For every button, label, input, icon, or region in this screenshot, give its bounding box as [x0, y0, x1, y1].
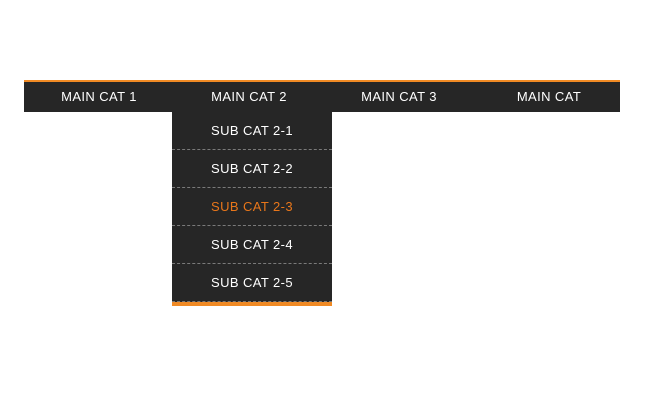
menu-item-main-cat-2[interactable]: MAIN CAT 2: [174, 82, 324, 112]
menu-item-label: MAIN CAT 2: [211, 89, 287, 104]
submenu-item-sub-cat-2-3[interactable]: SUB CAT 2-3: [172, 188, 332, 226]
submenu-item-label: SUB CAT 2-1: [211, 123, 293, 138]
menu-item-label: MAIN CAT: [516, 89, 582, 104]
navigation-menu: MAIN CAT 1 MAIN CAT 2 MAIN CAT 3 MAIN CA…: [24, 80, 620, 306]
menu-item-main-cat-3[interactable]: MAIN CAT 3: [324, 82, 474, 112]
submenu-item-sub-cat-2-1[interactable]: SUB CAT 2-1: [172, 112, 332, 150]
menu-item-label: MAIN CAT 1: [61, 89, 137, 104]
submenu-item-sub-cat-2-5[interactable]: SUB CAT 2-5: [172, 264, 332, 302]
submenu-item-label: SUB CAT 2-2: [211, 161, 293, 176]
submenu-item-sub-cat-2-2[interactable]: SUB CAT 2-2: [172, 150, 332, 188]
submenu-item-label: SUB CAT 2-5: [211, 275, 293, 290]
submenu-item-label: SUB CAT 2-4: [211, 237, 293, 252]
dropdown-menu-main-cat-2: SUB CAT 2-1 SUB CAT 2-2 SUB CAT 2-3 SUB …: [172, 112, 332, 306]
submenu-item-label: SUB CAT 2-3: [211, 199, 293, 214]
submenu-item-sub-cat-2-4[interactable]: SUB CAT 2-4: [172, 226, 332, 264]
menu-item-main-cat-1[interactable]: MAIN CAT 1: [24, 82, 174, 112]
menu-item-main-cat-4[interactable]: MAIN CAT: [474, 82, 624, 112]
main-menu-bar: MAIN CAT 1 MAIN CAT 2 MAIN CAT 3 MAIN CA…: [24, 80, 620, 112]
menu-item-label: MAIN CAT 3: [361, 89, 437, 104]
